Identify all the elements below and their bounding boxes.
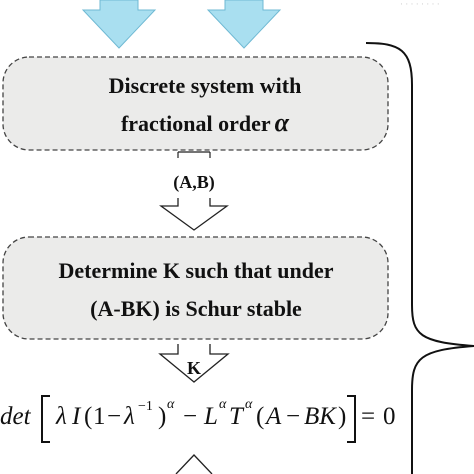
arrow-ab (159, 151, 229, 231)
eq-one: 1 (93, 403, 106, 430)
eq-T: T (229, 403, 245, 430)
eq-equals: = (361, 403, 375, 430)
eq-det: det (0, 403, 32, 430)
eq-paren-close-2: ) (338, 403, 346, 430)
eq-BK: BK (304, 403, 337, 430)
eq-minus-3: − (286, 403, 300, 430)
eq-inv-exp: −1 (138, 399, 153, 414)
eq-paren-close: ) (158, 403, 166, 430)
eq-minus-1: − (107, 403, 121, 430)
eq-minus-2: − (183, 403, 197, 430)
eq-identity: I (71, 403, 82, 430)
arrow-ab-label: (A,B) (173, 172, 215, 193)
eq-alpha-2: α (219, 397, 227, 412)
eq-alpha-1: α (167, 397, 175, 412)
faint-top-text: · · · · · · · · (400, 0, 440, 9)
input-arrow-left (81, 0, 157, 49)
bottom-arrow-partial (175, 454, 213, 474)
eq-lambda: λ (55, 403, 67, 430)
eq-lambda-inv: λ (123, 403, 135, 430)
right-curly-brace (365, 42, 474, 474)
box1-line2-text: fractional order (121, 111, 271, 136)
eq-alpha-3: α (245, 397, 253, 412)
box2-line2: (A-BK) is Schur stable (90, 296, 302, 321)
eq-zero: 0 (383, 403, 396, 430)
eq-paren-open-2: ( (256, 403, 264, 430)
process-box-2: Determine K such that under (A-BK) is Sc… (2, 236, 389, 340)
eq-A: A (264, 403, 282, 430)
eq-L: L (203, 403, 218, 430)
characteristic-equation: det λ I ( 1 − λ −1 ) α − L α T α ( A − B… (0, 395, 396, 443)
alpha-symbol: α (275, 108, 290, 137)
box1-line1: Discrete system with (109, 73, 302, 98)
box2-line1: Determine K such that under (59, 258, 334, 283)
input-arrow-right (206, 0, 282, 49)
arrow-k-label: K (187, 358, 201, 378)
eq-paren-open: ( (84, 403, 92, 430)
eq-right-bracket (347, 395, 356, 443)
arrow-k (158, 344, 230, 383)
eq-left-bracket (41, 395, 50, 443)
